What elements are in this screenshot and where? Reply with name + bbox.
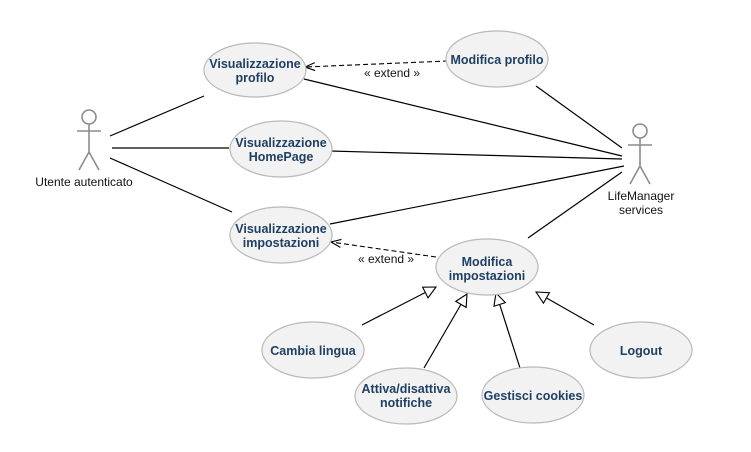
use-case-label: impostazioni: [243, 236, 319, 250]
generalization-logout: [536, 292, 595, 326]
actor-utente-label: Utente autenticato: [35, 175, 133, 189]
assoc-utente-vis-impostazioni: [109, 157, 233, 213]
assoc-lifemanager-mod-profilo: [535, 85, 623, 149]
actor-lifemanager-label-line2: services: [619, 203, 663, 217]
use-case-label: notifiche: [380, 396, 432, 410]
use-case-gestisci-cookies: Gestisci cookies: [481, 366, 585, 424]
generalization-attiva-notifiche: [423, 294, 467, 369]
use-case-label: Visualizzazione: [235, 222, 327, 236]
generalization-gestisci-cookies: [496, 293, 521, 369]
use-case-label: Attiva/disattiva: [362, 382, 452, 396]
use-case-modifica-impostazioni: Modifica impostazioni: [435, 238, 539, 296]
extend-label-profilo: « extend »: [364, 66, 420, 80]
use-case-logout: Logout: [589, 321, 693, 379]
actor-lifemanager-services: LifeManager services: [608, 123, 675, 217]
use-case-modifica-profilo: Modifica profilo: [445, 30, 549, 88]
assoc-lifemanager-vis-homepage: [329, 150, 623, 160]
use-case-cambia-lingua: Cambia lingua: [261, 321, 365, 379]
use-case-label: HomePage: [249, 150, 314, 164]
actor-lifemanager-label-line1: LifeManager: [608, 189, 675, 203]
use-case-label: Visualizzazione: [209, 57, 301, 71]
use-case-label: Modifica: [462, 255, 514, 269]
actor-utente-autenticato: Utente autenticato: [35, 109, 133, 189]
generalization-cambia-lingua: [361, 287, 436, 326]
assoc-lifemanager-mod-impostazioni: [527, 171, 623, 239]
assoc-lifemanager-vis-profilo: [303, 78, 623, 157]
assoc-utente-vis-profilo: [109, 95, 205, 137]
use-case-label: Gestisci cookies: [484, 389, 583, 403]
use-case-visualizzazione-profilo: Visualizzazione profilo: [203, 42, 307, 98]
assoc-lifemanager-vis-impostazioni: [329, 165, 625, 225]
extend-arrow-impostazioni: [331, 242, 437, 258]
use-case-label: profilo: [236, 71, 275, 85]
use-case-visualizzazione-impostazioni: Visualizzazione impostazioni: [229, 206, 333, 264]
use-case-label: Logout: [620, 344, 663, 358]
use-case-attiva-disattiva-notifiche: Attiva/disattiva notifiche: [354, 367, 458, 425]
use-case-label: impostazioni: [449, 269, 525, 283]
use-case-label: Modifica profilo: [450, 53, 543, 67]
use-case-label: Visualizzazione: [235, 136, 327, 150]
extend-label-impostazioni: « extend »: [358, 252, 414, 266]
use-case-label: Cambia lingua: [270, 344, 356, 358]
use-case-visualizzazione-homepage: Visualizzazione HomePage: [229, 120, 333, 178]
